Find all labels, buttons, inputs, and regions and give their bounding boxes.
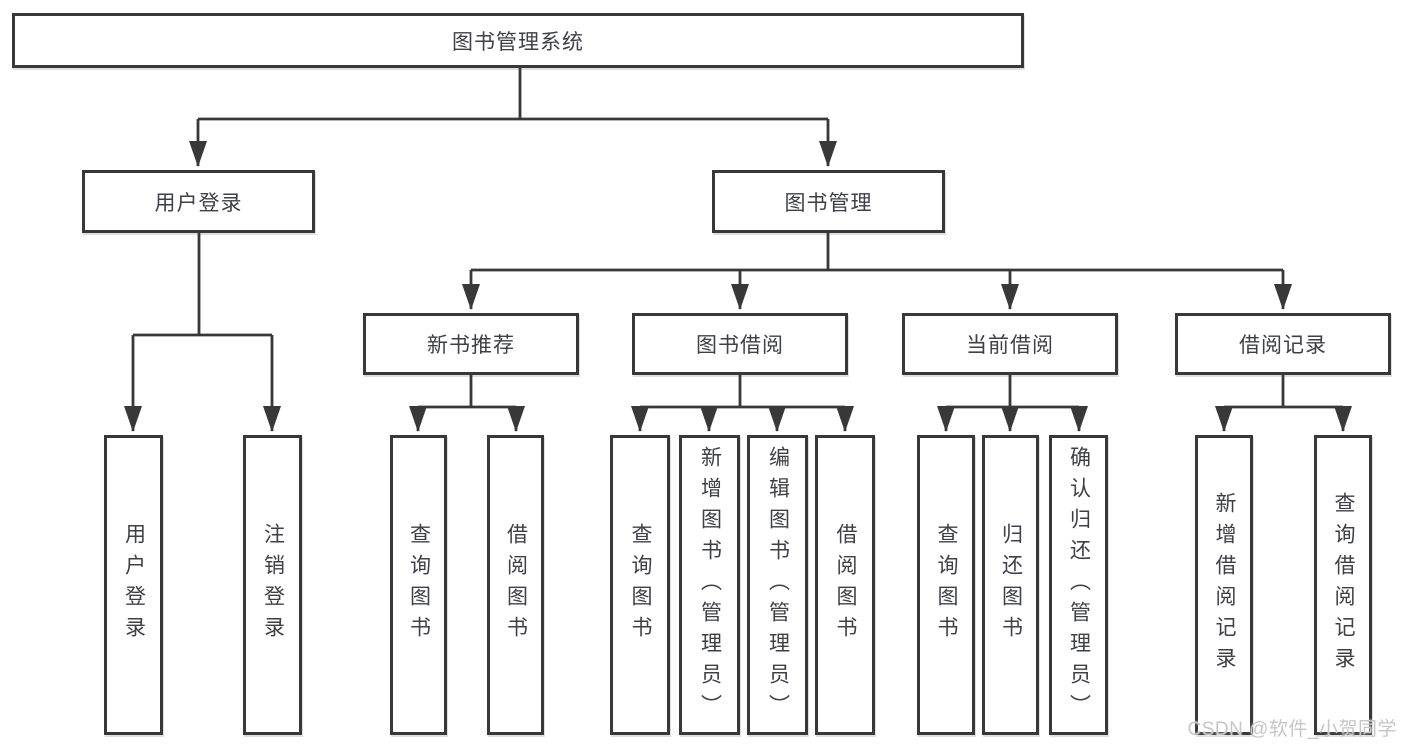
leaf-query-books-recommend: 查询图书 <box>390 435 447 735</box>
leaf-query-books-current-label: 查询图书 <box>935 523 959 647</box>
leaf-return-book: 归还图书 <box>982 435 1039 735</box>
leaf-add-borrow-record-label: 新增借阅记录 <box>1213 492 1237 678</box>
leaf-query-books-current: 查询图书 <box>917 435 975 735</box>
node-book-borrow-label: 图书借阅 <box>696 334 784 357</box>
node-new-book-recommend-label: 新书推荐 <box>427 334 515 357</box>
node-user-login-label: 用户登录 <box>154 191 243 215</box>
node-root: 图书管理系统 <box>12 13 1024 68</box>
leaf-query-borrow-record-label: 查询借阅记录 <box>1332 492 1356 678</box>
node-borrow-records: 借阅记录 <box>1175 313 1391 375</box>
node-new-book-recommend: 新书推荐 <box>363 313 579 375</box>
leaf-confirm-return-admin: 确认归还（管理员） <box>1049 435 1108 735</box>
watermark-text: CSDN @软件_小贺同学 <box>1187 719 1397 740</box>
leaf-add-book-admin: 新增图书（管理员） <box>679 435 740 735</box>
leaf-return-book-label: 归还图书 <box>999 523 1023 647</box>
node-book-management: 图书管理 <box>712 170 945 233</box>
leaf-borrow-books-label: 借阅图书 <box>834 523 858 647</box>
leaf-query-books-recommend-label: 查询图书 <box>407 523 431 647</box>
node-borrow-records-label: 借阅记录 <box>1239 334 1327 357</box>
leaf-edit-book-admin-label: 编辑图书（管理员） <box>766 445 790 725</box>
leaf-user-login: 用户登录 <box>104 435 163 735</box>
node-user-login: 用户登录 <box>82 170 315 233</box>
leaf-logout-label: 注销登录 <box>261 523 285 647</box>
node-book-borrow: 图书借阅 <box>632 313 848 375</box>
node-current-borrow: 当前借阅 <box>902 313 1118 375</box>
leaf-user-login-label: 用户登录 <box>122 523 146 647</box>
node-root-label: 图书管理系统 <box>452 30 584 54</box>
leaf-query-borrow-record: 查询借阅记录 <box>1314 435 1372 735</box>
leaf-borrow-books-recommend-label: 借阅图书 <box>504 523 528 647</box>
leaf-add-borrow-record: 新增借阅记录 <box>1195 435 1253 735</box>
node-current-borrow-label: 当前借阅 <box>966 334 1054 357</box>
leaf-logout: 注销登录 <box>243 435 302 735</box>
leaf-query-books-borrow-label: 查询图书 <box>629 523 653 647</box>
leaf-borrow-books: 借阅图书 <box>815 435 875 735</box>
leaf-borrow-books-recommend: 借阅图书 <box>487 435 544 735</box>
leaf-edit-book-admin: 编辑图书（管理员） <box>747 435 808 735</box>
leaf-query-books-borrow: 查询图书 <box>610 435 670 735</box>
leaf-add-book-admin-label: 新增图书（管理员） <box>698 445 722 725</box>
leaf-confirm-return-admin-label: 确认归还（管理员） <box>1067 445 1091 725</box>
node-book-management-label: 图书管理 <box>784 191 873 215</box>
connector-trunks <box>133 68 1343 409</box>
